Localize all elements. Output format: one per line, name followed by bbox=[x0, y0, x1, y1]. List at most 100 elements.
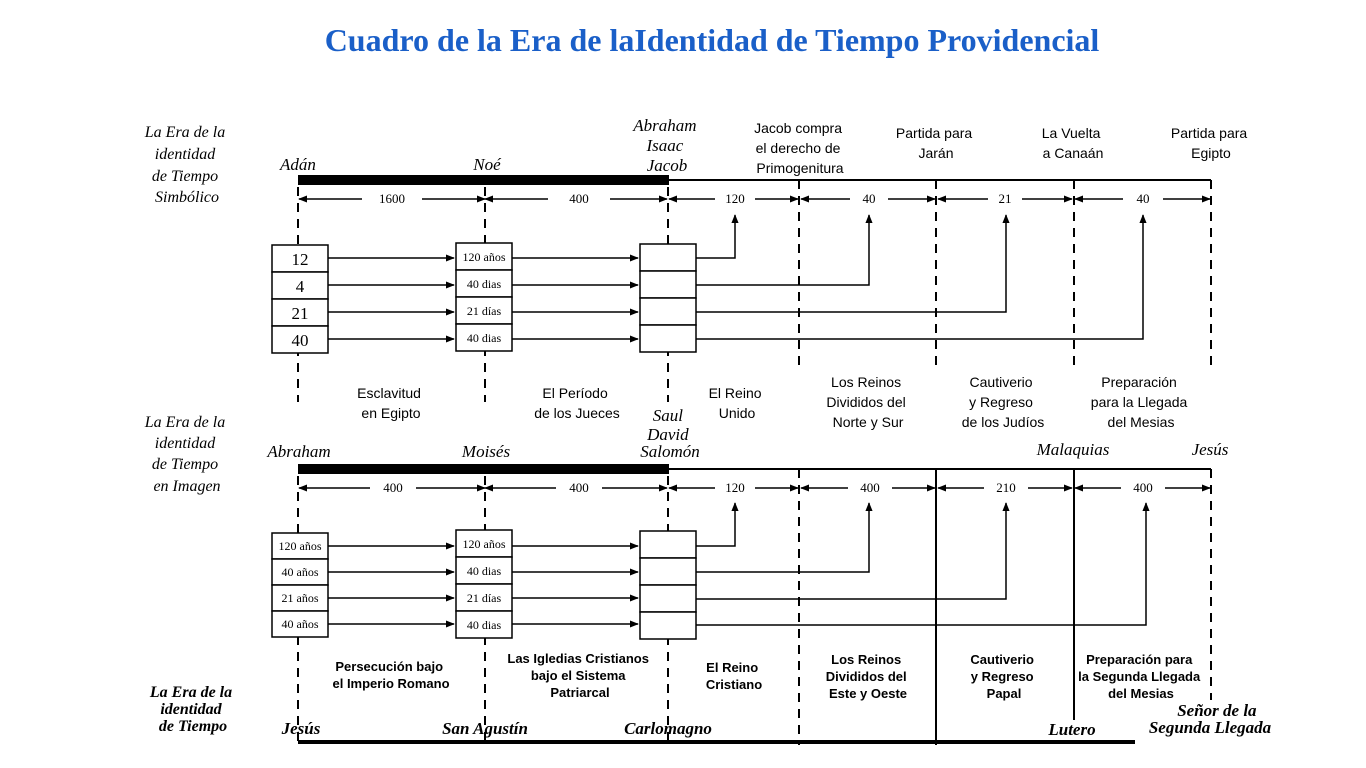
box-value: 21 bbox=[292, 304, 309, 323]
period-value: 400 bbox=[860, 480, 880, 495]
period-value: 21 bbox=[999, 191, 1012, 206]
flow-arrows-simbolico bbox=[328, 214, 1147, 343]
period-label-line: y Regreso bbox=[969, 394, 1033, 410]
period-label-line: Este y Oeste bbox=[829, 686, 907, 701]
period-label-reinos-este-oeste: Los Reinos Divididos del Este y Oeste bbox=[826, 652, 911, 701]
box-value: 21 días bbox=[467, 304, 502, 318]
chart-title: Cuadro de la Era de laIdentidad de Tiemp… bbox=[325, 22, 1100, 58]
figure-lutero: Lutero bbox=[1047, 720, 1095, 739]
period-label-line: Cautiverio bbox=[970, 652, 1034, 667]
period-label-line: la Segunda Llegada bbox=[1078, 669, 1201, 684]
event-line: a Canaán bbox=[1043, 145, 1104, 161]
period-label-line: Patriarcal bbox=[550, 685, 609, 700]
figure-jesus-3: Jesús bbox=[281, 719, 321, 738]
figure-line: Salomón bbox=[640, 442, 700, 461]
period-value: 40 bbox=[1137, 191, 1150, 206]
box-value: 21 días bbox=[467, 591, 502, 605]
box-value: 120 años bbox=[463, 250, 506, 264]
period-label-line: Papal bbox=[987, 686, 1022, 701]
period-value: 120 bbox=[725, 480, 745, 495]
event-line: Partida para bbox=[896, 125, 972, 141]
period-value: 400 bbox=[383, 480, 403, 495]
box-cell bbox=[639, 584, 697, 613]
period-label-line: y Regreso bbox=[971, 669, 1034, 684]
box-value: 40 dias bbox=[467, 331, 502, 345]
figure-line: Jacob bbox=[647, 156, 688, 175]
flow-arrow bbox=[696, 502, 1010, 600]
flow-arrow bbox=[696, 502, 1150, 626]
mid-boxes-imagen bbox=[455, 529, 513, 639]
era-label-line: La Era de la bbox=[149, 684, 232, 701]
period-label-preparacion: Preparación para la Llegada del Mesias bbox=[1091, 374, 1191, 430]
period-label-persecucion: Persecución bajo el Imperio Romano bbox=[332, 659, 449, 691]
era-label-line: de Tiempo bbox=[159, 718, 227, 735]
figure-saul-david-salomon: Saul David Salomón bbox=[640, 406, 700, 461]
figure-malaquias: Malaquias bbox=[1036, 440, 1110, 459]
box-cell bbox=[271, 244, 329, 273]
period-label-line: El Reino bbox=[709, 385, 762, 401]
period-label-line: Unido bbox=[719, 405, 756, 421]
box-value: 4 bbox=[296, 277, 305, 296]
period-label-reino-unido: El Reino Unido bbox=[709, 385, 766, 421]
figure-jesus: Jesús bbox=[1192, 440, 1229, 459]
era-label-line: La Era de la bbox=[144, 124, 225, 141]
box-cell bbox=[639, 270, 697, 299]
event-line: Partida para bbox=[1171, 125, 1247, 141]
period-label-line: de los Judíos bbox=[962, 414, 1045, 430]
box-cell bbox=[271, 558, 329, 586]
period-value: 1600 bbox=[379, 191, 405, 206]
box-cell bbox=[271, 610, 329, 638]
era-label-line: identidad bbox=[160, 701, 222, 718]
separators-simbolico bbox=[297, 180, 1212, 402]
event-egipto: Partida para Egipto bbox=[1171, 125, 1251, 161]
left-boxes-imagen bbox=[271, 532, 329, 638]
period-label-line: Preparación bbox=[1101, 374, 1177, 390]
event-line: La Vuelta bbox=[1042, 125, 1101, 141]
box-cell bbox=[455, 583, 513, 612]
event-line: el derecho de bbox=[756, 140, 841, 156]
box-cell bbox=[639, 611, 697, 640]
event-canaan: La Vuelta a Canaán bbox=[1042, 125, 1105, 161]
period-label-line: el Imperio Romano bbox=[332, 676, 449, 691]
figure-line: Abraham bbox=[632, 116, 696, 135]
box-value: 40 años bbox=[282, 617, 319, 631]
figure-line: Segunda Llegada bbox=[1149, 718, 1272, 737]
flow-arrow bbox=[696, 502, 739, 547]
period-label-line: Norte y Sur bbox=[833, 414, 904, 430]
period-value: 40 bbox=[863, 191, 876, 206]
period-label-line: en Egipto bbox=[361, 405, 420, 421]
figure-senor-segunda-llegada: Señor de la Segunda Llegada bbox=[1149, 701, 1272, 737]
box-cell bbox=[639, 324, 697, 353]
era-label-line: Simbólico bbox=[155, 189, 219, 206]
box-cell bbox=[455, 556, 513, 585]
period-label-esclavitud: Esclavitud en Egipto bbox=[357, 385, 425, 421]
period-label-line: Esclavitud bbox=[357, 385, 421, 401]
period-value: 400 bbox=[569, 191, 589, 206]
period-label-line: de los Jueces bbox=[534, 405, 620, 421]
period-label-line: Divididos del bbox=[826, 669, 907, 684]
box-value: 40 dias bbox=[467, 618, 502, 632]
separators-solid bbox=[935, 469, 1075, 745]
period-label-line: para la Llegada bbox=[1091, 394, 1188, 410]
period-label-cautiverio-papal: Cautiverio y Regreso Papal bbox=[970, 652, 1037, 701]
era-label-tiempo: La Era de la identidad de Tiempo bbox=[149, 684, 236, 735]
period-label-preparacion-segunda: Preparación para la Segunda Llegada del … bbox=[1078, 652, 1204, 701]
timeline-thick-bar bbox=[298, 464, 669, 474]
flow-arrow bbox=[696, 502, 873, 573]
era-label-line: de Tiempo bbox=[152, 168, 218, 185]
period-value: 120 bbox=[725, 191, 745, 206]
period-label-line: del Mesias bbox=[1108, 414, 1175, 430]
figure-san-agustin: San Agustín bbox=[442, 719, 528, 738]
figure-line: Señor de la bbox=[1177, 701, 1257, 720]
box-cell bbox=[639, 297, 697, 326]
box-value: 120 años bbox=[279, 539, 322, 553]
box-value: 12 bbox=[292, 250, 309, 269]
right-boxes-imagen bbox=[639, 530, 697, 640]
period-label-line: bajo el Sistema bbox=[531, 668, 626, 683]
period-label-line: Los Reinos bbox=[831, 374, 901, 390]
figure-line: David bbox=[646, 425, 689, 444]
era-label-simbolico: La Era de la identidad de Tiempo Simbóli… bbox=[144, 124, 229, 206]
period-label-line: Las Igledias Cristianos bbox=[507, 651, 649, 666]
box-cell bbox=[271, 532, 329, 560]
